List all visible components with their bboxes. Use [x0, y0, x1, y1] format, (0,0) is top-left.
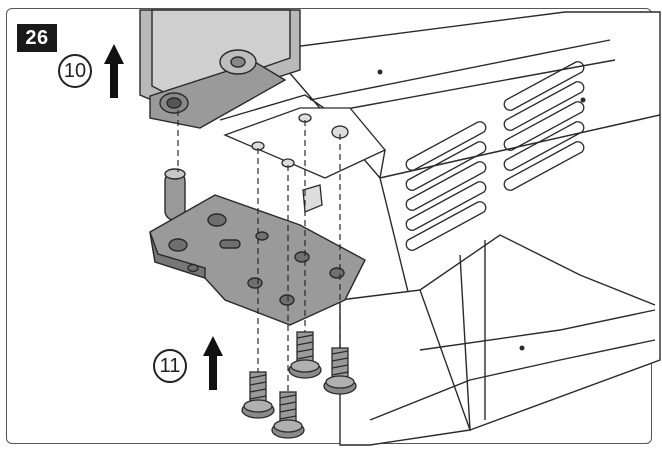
vent-slots-right [503, 61, 585, 191]
up-arrow-icon [203, 336, 223, 390]
vent-slots-left [405, 121, 487, 251]
screw-icon [241, 371, 275, 419]
step-number-badge: 26 [17, 24, 57, 52]
screw-icon [323, 347, 357, 395]
alignment-lines [177, 110, 341, 400]
callout-10: 10 [58, 54, 92, 88]
screw-icon [271, 391, 305, 439]
screw-icon [288, 331, 322, 379]
callout-11: 11 [153, 349, 187, 383]
door-corner [139, 9, 301, 129]
up-arrow-icon [104, 44, 124, 98]
appliance-body [219, 11, 661, 446]
